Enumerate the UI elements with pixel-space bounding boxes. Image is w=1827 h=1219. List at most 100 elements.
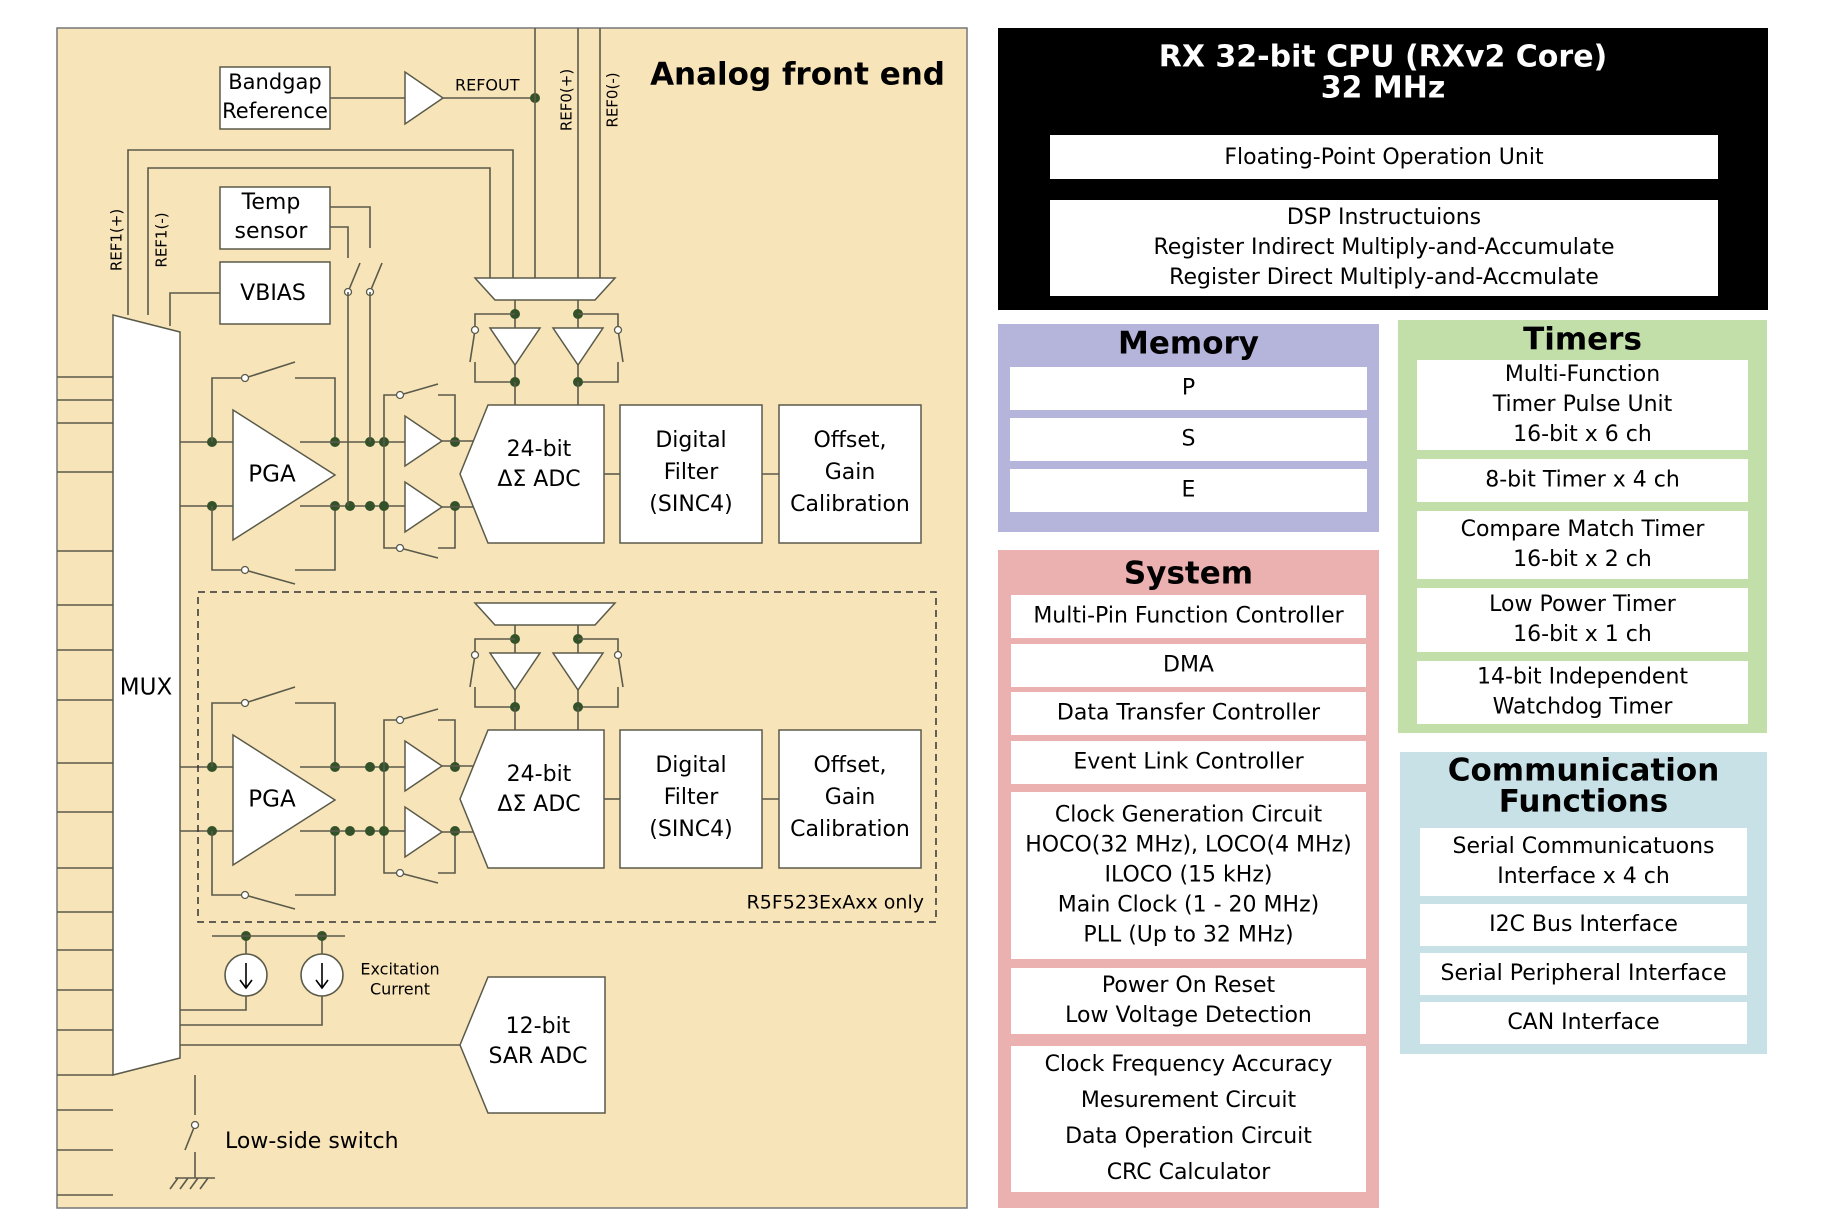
- switch-blade: [399, 708, 439, 721]
- junction-dot: [365, 762, 375, 772]
- system-panel-item: [1011, 792, 1366, 959]
- calibration-label: Gain: [825, 460, 876, 485]
- pga-amp: [232, 733, 337, 867]
- reference-mux: [473, 277, 617, 301]
- timers-panel-item-label: Multi-Function: [1505, 362, 1660, 387]
- memory-panel-item-label: S: [1182, 427, 1196, 452]
- digital-filter-label: Digital: [655, 753, 726, 778]
- system-panel-item: [1011, 644, 1366, 687]
- wire: [474, 313, 515, 330]
- wire: [383, 442, 400, 549]
- fpu-label: Floating-Point Operation Unit: [1224, 145, 1544, 170]
- calibration-label: Offset,: [813, 753, 886, 778]
- timers-panel-item-label: Watchdog Timer: [1493, 695, 1674, 720]
- excitation-label: Excitation: [360, 960, 439, 979]
- switch-blade: [184, 1124, 196, 1151]
- adc-label: ΔΣ ADC: [497, 467, 580, 492]
- switch-blade: [399, 383, 439, 396]
- switch-contact: [395, 390, 405, 400]
- timers-panel-item-label: 16-bit x 2 ch: [1513, 547, 1652, 572]
- wire: [211, 506, 245, 571]
- wire: [211, 831, 245, 896]
- wire: [180, 996, 323, 1026]
- switch-blade: [244, 686, 296, 704]
- communication-panel-title: Communication: [1448, 753, 1720, 789]
- current-arrow-icon: [315, 963, 329, 990]
- timers-panel-item: [1417, 511, 1748, 579]
- memory-panel-title: Memory: [1118, 326, 1259, 362]
- junction-dot: [450, 826, 460, 836]
- junction-dot: [450, 437, 460, 447]
- wire: [438, 394, 456, 442]
- pga-label: PGA: [248, 787, 296, 813]
- system-panel-item-label: Low Voltage Detection: [1065, 1003, 1312, 1028]
- timers-panel-item-label: Low Power Timer: [1489, 592, 1677, 617]
- wire: [295, 506, 336, 571]
- communication-panel-item: [1420, 828, 1747, 896]
- timers-panel-item-label: 14-bit Independent: [1477, 665, 1688, 690]
- dsp-label: Register Indirect Multiply-and-Accumulat…: [1153, 235, 1614, 260]
- wire: [383, 767, 400, 874]
- switch-contact: [395, 868, 405, 878]
- fpu-box: [1050, 135, 1718, 179]
- excitation-label: Current: [370, 980, 430, 999]
- input-buffer: [404, 739, 444, 793]
- digital-filter-label: (SINC4): [649, 492, 732, 517]
- optional-channel-region: [197, 591, 937, 923]
- switch-blade: [244, 361, 296, 379]
- wire: [438, 506, 456, 549]
- ref1-plus-label: REF1(+): [108, 209, 126, 271]
- sar-adc-label: SAR ADC: [488, 1044, 587, 1069]
- refout-label: REFOUT: [455, 76, 520, 95]
- memory-panel-item-label: P: [1182, 376, 1195, 401]
- junction-dot: [379, 501, 389, 511]
- wire: [474, 362, 515, 383]
- system-panel-item: [1011, 595, 1366, 638]
- system-panel-item-label: Event Link Controller: [1073, 750, 1304, 775]
- vbias-label: VBIAS: [240, 281, 306, 306]
- wire: [578, 313, 619, 330]
- junction-dot: [379, 826, 389, 836]
- bandgap-label: Bandgap: [228, 70, 321, 94]
- wire: [295, 831, 336, 896]
- communication-panel-item-label: I2C Bus Interface: [1489, 912, 1678, 937]
- memory-panel-item: [1010, 418, 1367, 461]
- pga-amp: [232, 408, 337, 542]
- calibration-box: [778, 404, 922, 544]
- junction-dot: [365, 826, 375, 836]
- switch-blade: [617, 654, 624, 688]
- system-panel-item-label: HOCO(32 MHz), LOCO(4 MHz): [1025, 833, 1351, 858]
- reference-buffer: [551, 327, 605, 367]
- timers-panel-item: [1417, 661, 1748, 724]
- bandgap-box: [219, 66, 331, 130]
- calibration-label: Gain: [825, 785, 876, 810]
- calibration-label: Calibration: [790, 817, 910, 842]
- switch-blade: [469, 329, 476, 363]
- switch-blade: [617, 329, 624, 363]
- memory-panel-item-label: E: [1182, 478, 1196, 503]
- cpu-title: 32 MHz: [1321, 71, 1446, 106]
- wire: [438, 831, 456, 874]
- timers-panel-item: [1417, 360, 1748, 450]
- timers-panel-item-label: 16-bit x 1 ch: [1513, 622, 1652, 647]
- wire: [578, 638, 619, 655]
- wire: [383, 394, 400, 442]
- wire: [330, 206, 371, 248]
- dsp-box: [1050, 200, 1718, 296]
- wire: [578, 687, 619, 708]
- wire: [295, 377, 336, 442]
- dsp-label: DSP Instructuions: [1287, 205, 1481, 230]
- switch-contact: [470, 325, 480, 335]
- system-panel-item-label: Multi-Pin Function Controller: [1033, 604, 1344, 629]
- wire: [330, 226, 349, 258]
- timers-panel-item-label: Compare Match Timer: [1461, 517, 1706, 542]
- memory-panel-item: [1010, 469, 1367, 512]
- wire: [578, 362, 619, 383]
- timers-panel-item-label: 16-bit x 6 ch: [1513, 422, 1652, 447]
- junction-dot: [345, 501, 355, 511]
- system-panel-item-label: CRC Calculator: [1107, 1160, 1272, 1185]
- calibration-box: [778, 729, 922, 869]
- sar-adc: [459, 976, 606, 1114]
- timers-panel-title: Timers: [1523, 322, 1642, 358]
